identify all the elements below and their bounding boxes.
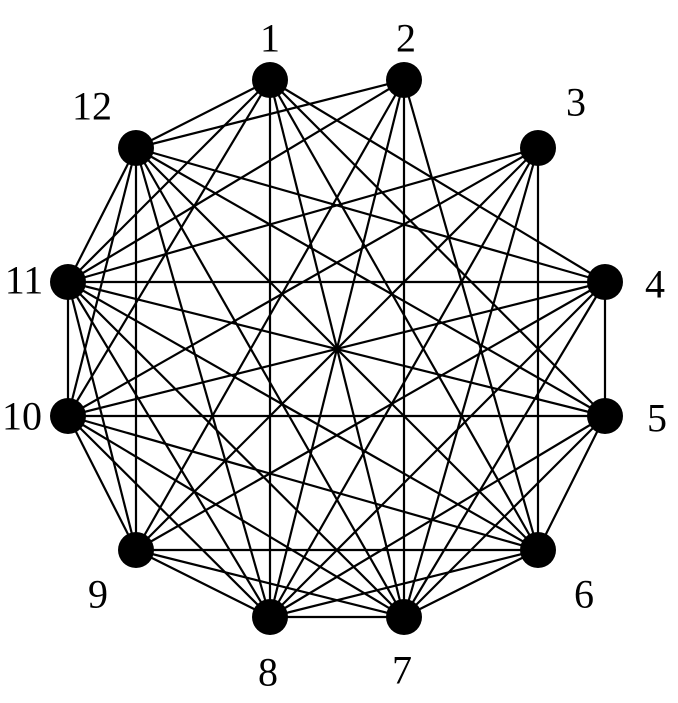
edge-8-10 (67, 415, 271, 618)
edge-8-9 (135, 549, 271, 618)
edge-5-8 (269, 415, 606, 618)
node-label-6: 6 (574, 572, 594, 617)
edge-9-10 (67, 415, 137, 551)
edge-6-7 (403, 549, 539, 618)
node-8 (252, 599, 288, 635)
node-5 (587, 398, 623, 434)
node-3 (520, 130, 556, 166)
node-label-11: 11 (5, 258, 44, 303)
node-2 (386, 62, 422, 98)
edge-4-12 (135, 146, 606, 284)
node-label-1: 1 (260, 16, 280, 61)
edge-1-12 (135, 79, 271, 149)
edge-6-12 (135, 147, 539, 551)
node-7 (386, 599, 422, 635)
edge-3-8 (269, 147, 539, 618)
edge-10-12 (66, 147, 138, 417)
edge-layer (66, 78, 607, 619)
node-label-12: 12 (72, 84, 112, 129)
edge-7-9 (135, 548, 405, 619)
node-10 (50, 398, 86, 434)
node-label-3: 3 (566, 80, 586, 125)
edge-6-8 (269, 548, 539, 619)
edge-9-11 (66, 281, 138, 551)
edge-6-11 (67, 281, 539, 551)
node-label-5: 5 (647, 396, 667, 441)
edge-2-12 (135, 78, 405, 150)
edge-3-11 (67, 146, 539, 284)
node-label-7: 7 (392, 648, 412, 693)
node-4 (587, 264, 623, 300)
edge-1-4 (269, 79, 606, 283)
node-layer (50, 62, 623, 635)
node-label-4: 4 (645, 262, 665, 307)
edge-1-10 (67, 79, 271, 417)
node-12 (118, 130, 154, 166)
edge-7-11 (67, 281, 405, 618)
edge-7-12 (135, 147, 405, 618)
edge-4-7 (403, 281, 606, 618)
node-9 (118, 532, 154, 568)
node-6 (520, 532, 556, 568)
edge-5-12 (135, 147, 606, 417)
node-label-10: 10 (2, 394, 42, 439)
node-1 (252, 62, 288, 98)
edge-5-6 (537, 415, 606, 551)
edge-2-9 (135, 79, 405, 551)
node-label-2: 2 (396, 16, 416, 61)
edge-2-11 (67, 79, 405, 283)
node-label-9: 9 (88, 572, 108, 617)
edge-8-12 (134, 147, 272, 618)
node-11 (50, 264, 86, 300)
edge-8-11 (67, 281, 271, 618)
edge-7-10 (67, 415, 405, 618)
edge-6-10 (67, 414, 539, 552)
node-label-8: 8 (258, 650, 278, 695)
edge-11-12 (67, 147, 137, 283)
